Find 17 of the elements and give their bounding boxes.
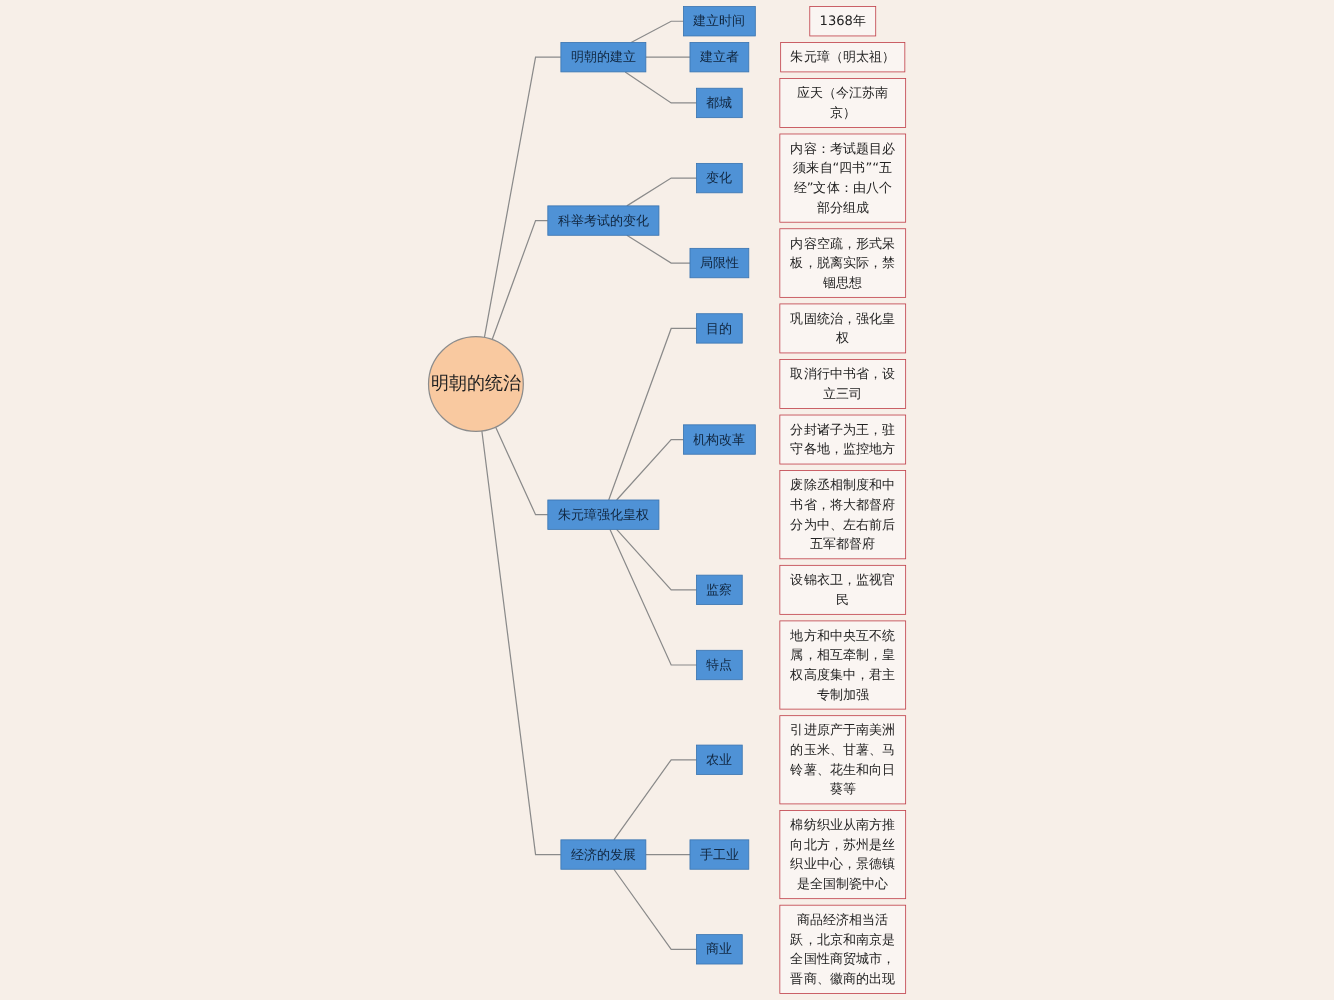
node-circle: 明朝的统治 bbox=[427, 335, 524, 432]
connector bbox=[645, 56, 691, 58]
connector bbox=[615, 528, 698, 591]
connector bbox=[615, 438, 684, 501]
connector bbox=[609, 528, 698, 666]
connector bbox=[630, 20, 684, 44]
connector bbox=[608, 327, 698, 501]
connector bbox=[626, 234, 691, 264]
connector bbox=[613, 759, 698, 841]
connector bbox=[613, 868, 698, 950]
connector bbox=[494, 426, 549, 516]
connector bbox=[624, 71, 698, 104]
connector bbox=[645, 853, 691, 856]
connector bbox=[491, 219, 549, 341]
connector bbox=[626, 177, 698, 207]
connector bbox=[483, 56, 562, 338]
connector bbox=[481, 430, 562, 856]
